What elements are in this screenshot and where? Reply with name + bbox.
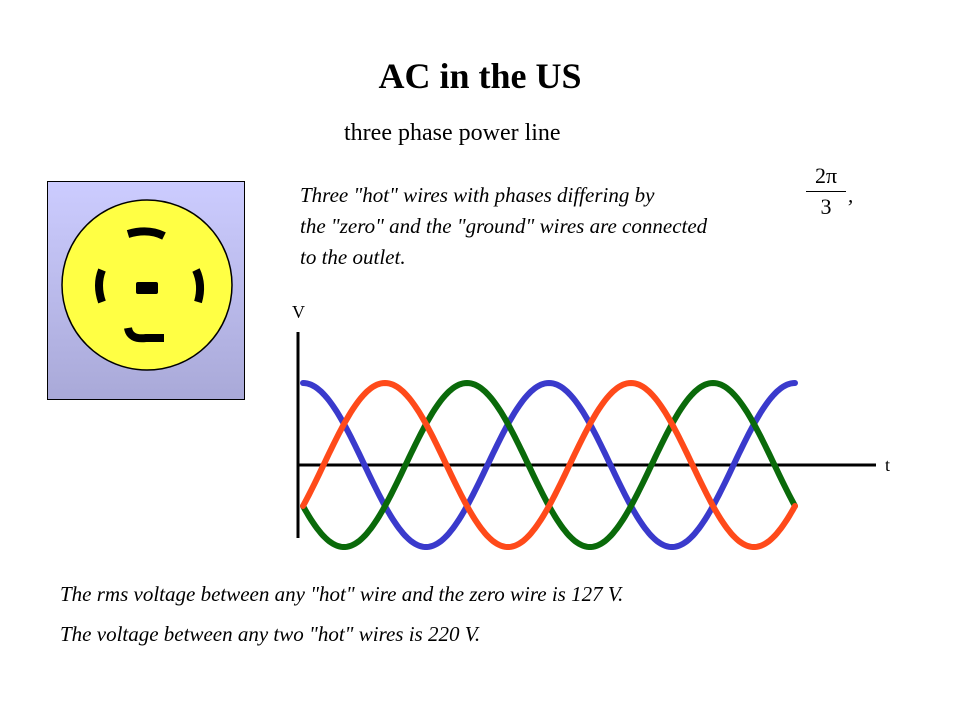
description-line-3: to the outlet. <box>300 245 406 269</box>
outlet-slot-center <box>136 282 158 294</box>
outlet-slot-ground <box>124 327 164 343</box>
fraction-bar <box>806 191 846 192</box>
description-line-1: Three "hot" wires with phases differing … <box>300 183 655 207</box>
phase-denominator: 3 <box>820 194 832 219</box>
description-text: Three "hot" wires with phases differing … <box>300 180 900 273</box>
phase-numerator: 2π <box>814 163 838 188</box>
slide-title: AC in the US <box>378 56 582 96</box>
slide-subtitle: three phase power line <box>344 120 561 146</box>
outlet-slot-left <box>95 268 106 304</box>
rms-voltage-text: The rms voltage between any "hot" wire a… <box>60 582 624 606</box>
x-axis-label: t <box>885 455 891 475</box>
outlet-slot-top <box>126 227 166 240</box>
outlet-slot-right <box>192 268 205 304</box>
y-axis-label: V <box>292 302 305 322</box>
line-voltage-text: The voltage between any two "hot" wires … <box>60 622 481 646</box>
description-comma: , <box>848 183 854 207</box>
red-phase-wave <box>300 379 798 550</box>
outlet-icon <box>61 199 233 371</box>
wave-group <box>300 379 798 550</box>
phase-fraction: 2π 3 <box>806 163 846 220</box>
outlet-panel <box>47 181 245 400</box>
description-line-2: the "zero" and the "ground" wires are co… <box>300 214 708 238</box>
